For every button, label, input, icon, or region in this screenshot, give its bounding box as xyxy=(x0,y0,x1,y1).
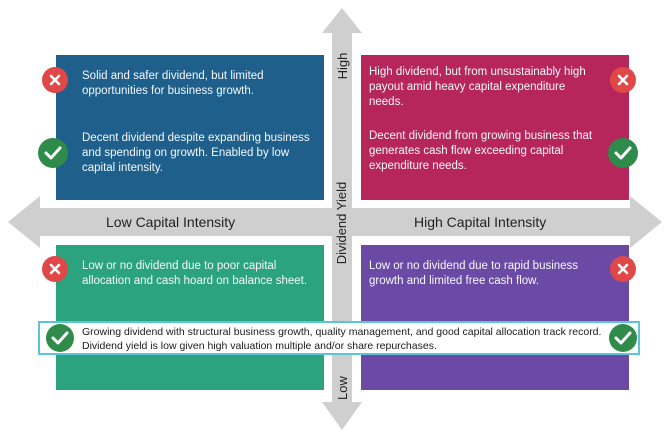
check-circle-icon xyxy=(609,324,637,352)
horizontal-axis-arrow xyxy=(8,196,662,248)
axis-label-high: High xyxy=(335,52,350,80)
quadrant-top-left-negative-text: Solid and safer dividend, but limited op… xyxy=(82,70,264,97)
axis-label-high-capital-intensity: High Capital Intensity xyxy=(414,214,547,230)
x-circle-icon xyxy=(610,256,636,282)
quadrant-bottom-right: Low or no dividend due to rapid business… xyxy=(361,245,629,390)
check-circle-icon xyxy=(608,138,638,168)
quadrant-top-right: High dividend, but from unsustainably hi… xyxy=(361,55,629,200)
quadrant-bottom-left-negative-text: Low or no dividend due to poor capital a… xyxy=(82,260,308,287)
axis-label-low-capital-intensity: Low Capital Intensity xyxy=(106,214,236,230)
quadrant-top-left-positive-text: Decent dividend despite expanding busine… xyxy=(82,132,310,174)
quadrant-top-right-positive-text: Decent dividend from growing business th… xyxy=(369,130,593,172)
quadrant-top-right-negative-text: High dividend, but from unsustainably hi… xyxy=(369,66,586,108)
callout-box: Growing dividend with structural busines… xyxy=(38,321,640,355)
callout-text: Growing dividend with structural busines… xyxy=(82,326,602,352)
x-circle-icon xyxy=(610,67,636,93)
check-circle-icon xyxy=(46,324,74,352)
x-circle-icon xyxy=(42,67,68,93)
axis-label-low: Low xyxy=(335,376,350,400)
check-circle-icon xyxy=(38,138,68,168)
quadrant-bottom-left: Low or no dividend due to poor capital a… xyxy=(56,245,324,390)
x-circle-icon xyxy=(42,256,68,282)
quadrant-bottom-right-negative-text: Low or no dividend due to rapid business… xyxy=(369,260,579,287)
quadrant-top-left: Solid and safer dividend, but limited op… xyxy=(56,55,324,200)
axis-label-dividend-yield: Dividend Yield xyxy=(334,181,349,265)
